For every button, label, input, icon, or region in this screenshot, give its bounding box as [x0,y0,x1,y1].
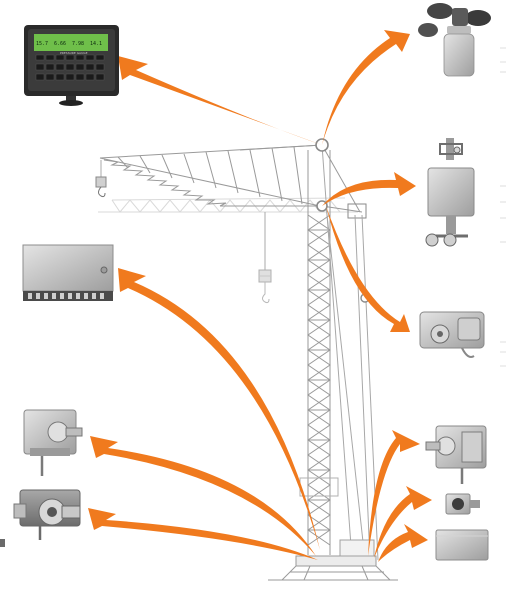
relay-box [435,529,489,561]
leader-relay-box [378,524,428,562]
leader-anemometer [322,30,410,145]
counter-jib [321,144,367,219]
limit-switch-icon [13,489,81,540]
junction-box [22,244,114,301]
monitor-stand [59,100,83,106]
trolley-limit-switch [419,311,485,358]
sensor-icon [445,493,480,515]
edge-marker [0,539,5,547]
anemometer-icon [418,3,491,77]
tower-crane [95,138,398,581]
encoder-icon [425,425,487,484]
anemometer [418,3,491,77]
display-keypad [35,54,105,81]
readout-4: 14.1 [90,41,102,47]
limit-switch-icon [419,311,485,358]
leader-display-unit [118,56,322,145]
slewing-encoder [23,409,83,476]
leader-load-cell [322,172,416,206]
leader-trolley-switch [326,206,410,332]
hoist-encoder [425,425,487,484]
display-screen [34,34,108,51]
panel-caption: PRESSURE GAUGE [60,51,88,55]
display-unit: 15.7 6.66 7.98 14.1 PRESSURE GAUGE [24,25,119,106]
main-jib [99,144,323,207]
crane-base [268,539,398,581]
leader-hoist-encoder [368,430,420,556]
hook-block-ghost [258,269,272,304]
leader-inclinometer [374,486,432,558]
leader-slewing-encoder [90,436,316,556]
hoist-limit-switch [13,489,81,540]
readout-1: 15.7 [36,41,48,47]
readout-2: 6.66 [54,41,66,47]
leader-hoist-switch [88,508,318,560]
readout-3: 7.98 [72,41,84,47]
inclinometer-sensor [445,493,480,515]
hook-block-main [95,176,107,198]
leader-junction-box [118,268,320,550]
junction-box-icon [22,244,114,301]
load-cell-icon [425,138,475,247]
sensor-leader-lines [88,30,432,562]
load-cell [425,138,475,247]
edge-ticks [500,47,506,367]
box-icon [435,529,489,561]
encoder-icon [23,409,83,476]
